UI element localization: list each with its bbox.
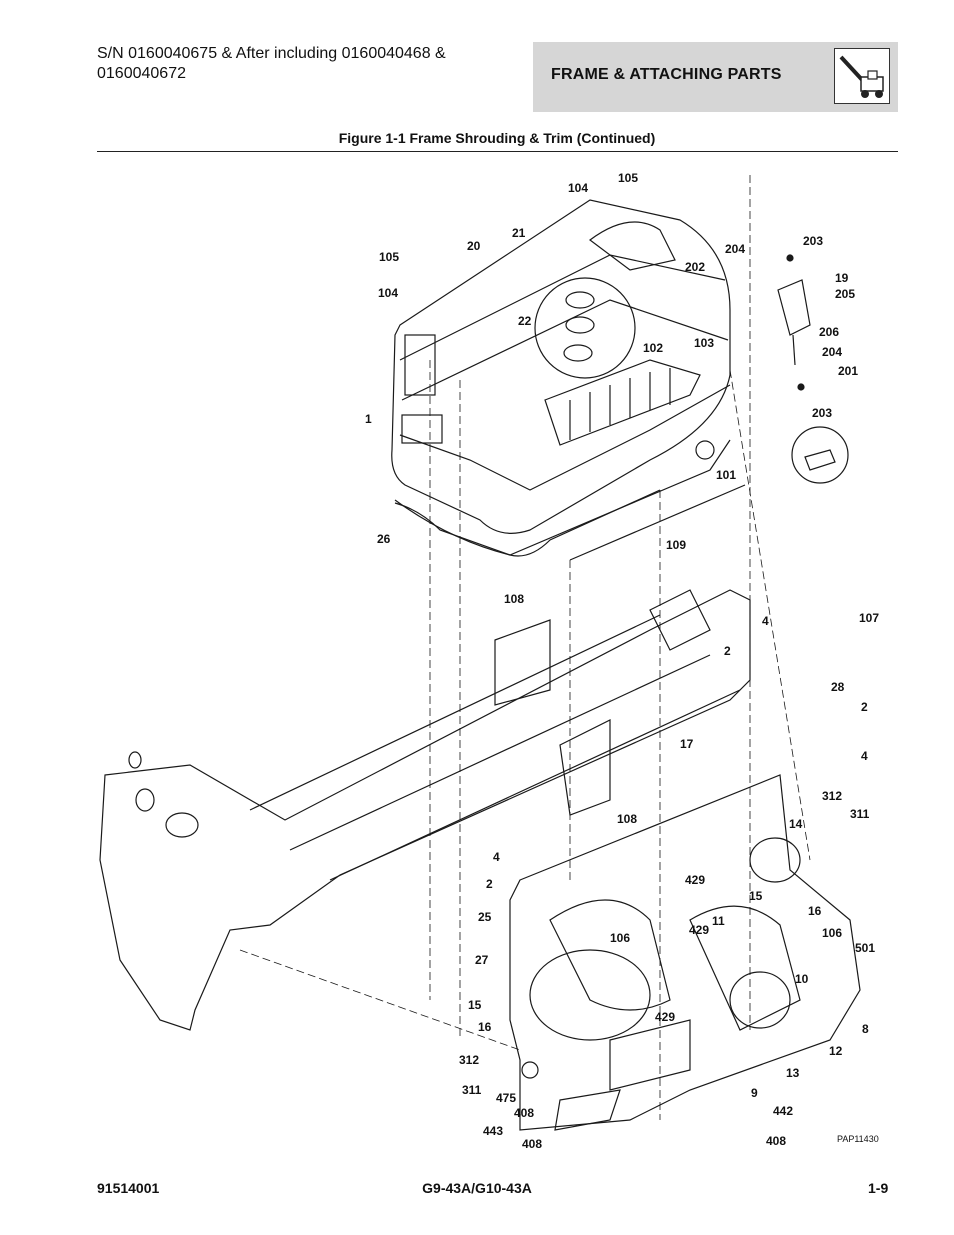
page-number: 1-9 [868, 1180, 889, 1196]
callout-label: 21 [512, 226, 526, 240]
callout-label: 204 [822, 345, 843, 359]
callout-label: 9 [751, 1086, 758, 1100]
model-number: G9-43A/G10-43A [422, 1180, 532, 1196]
header-rule [97, 151, 898, 152]
callout-label: 103 [694, 336, 715, 350]
callout-label: 13 [786, 1066, 800, 1080]
section-header-box: FRAME & ATTACHING PARTS [533, 42, 898, 112]
callout-label: 203 [803, 234, 824, 248]
callout-label: 475 [496, 1091, 517, 1105]
alignment-lines [239, 175, 811, 1120]
callout-label: 25 [478, 910, 492, 924]
serial-number-note: S/N 0160040675 & After including 0160040… [97, 45, 446, 82]
callout-label: 12 [829, 1044, 843, 1058]
callout-label: 1 [365, 412, 372, 426]
trim-seal [394, 489, 661, 557]
callout-label: 206 [819, 325, 840, 339]
callout-label: 408 [514, 1106, 535, 1120]
callout-label: 10 [795, 972, 809, 986]
callout-label: 205 [835, 287, 856, 301]
callout-label: 106 [610, 931, 631, 945]
callout-label: 15 [468, 998, 482, 1012]
callout-label: 26 [377, 532, 391, 546]
callout-label: 2 [724, 644, 731, 658]
rod [569, 484, 746, 561]
chassis-frame [99, 589, 751, 1031]
callout-label: 107 [859, 611, 880, 625]
callout-label: 17 [680, 737, 694, 751]
callout-label: 104 [568, 181, 589, 195]
callout-label: 408 [522, 1137, 543, 1151]
callout-label: 312 [822, 789, 843, 803]
callout-label: 27 [475, 953, 489, 967]
frame-exploded-drawing [99, 175, 861, 1131]
callout-label: 109 [666, 538, 687, 552]
callout-label: 311 [462, 1083, 482, 1097]
callout-label: 429 [655, 1010, 676, 1024]
counterweight-base [509, 774, 861, 1131]
callout-label: 2 [861, 700, 868, 714]
callout-label: 203 [812, 406, 833, 420]
callout-label: 15 [749, 889, 763, 903]
callout-label: 106 [822, 926, 843, 940]
callout-label: 108 [617, 812, 638, 826]
callout-label: 8 [862, 1022, 869, 1036]
callout-label: 20 [467, 239, 481, 253]
callout-label: 2 [486, 877, 493, 891]
callout-label: 105 [618, 171, 639, 185]
callout-label: 16 [478, 1020, 492, 1034]
callout-label: 4 [493, 850, 500, 864]
drawing-code: PAP11430 [837, 1134, 879, 1144]
callout-label: 28 [831, 680, 845, 694]
callout-label: 408 [766, 1134, 787, 1148]
callout-label: 102 [643, 341, 664, 355]
callout-label: 202 [685, 260, 706, 274]
callout-label: 104 [378, 286, 399, 300]
callout-label: 312 [459, 1053, 480, 1067]
mirror-assembly [777, 254, 849, 484]
callout-label: 16 [808, 904, 822, 918]
callout-label: 22 [518, 314, 532, 328]
callout-label: 501 [855, 941, 876, 955]
document-number: 91514001 [97, 1180, 160, 1196]
callout-label: 108 [504, 592, 525, 606]
callout-label: 105 [379, 250, 400, 264]
callout-label: 311 [850, 807, 870, 821]
section-title: FRAME & ATTACHING PARTS [551, 66, 782, 83]
callout-label: 4 [762, 614, 769, 628]
hood-shroud [391, 199, 731, 556]
callout-label: 4 [861, 749, 868, 763]
callout-label: 429 [689, 923, 710, 937]
figure-title: Figure 1-1 Frame Shrouding & Trim (Conti… [338, 130, 656, 146]
callout-label: 443 [483, 1124, 504, 1138]
callout-label: 14 [789, 817, 803, 831]
callout-label: 11 [712, 914, 725, 928]
callout-label: 204 [725, 242, 746, 256]
callout-label: 19 [835, 271, 849, 285]
callout-label: 201 [838, 364, 859, 378]
callout-label: 429 [685, 873, 706, 887]
callout-label: 442 [773, 1104, 794, 1118]
telehandler-icon [834, 48, 890, 104]
callout-label: 101 [716, 468, 737, 482]
